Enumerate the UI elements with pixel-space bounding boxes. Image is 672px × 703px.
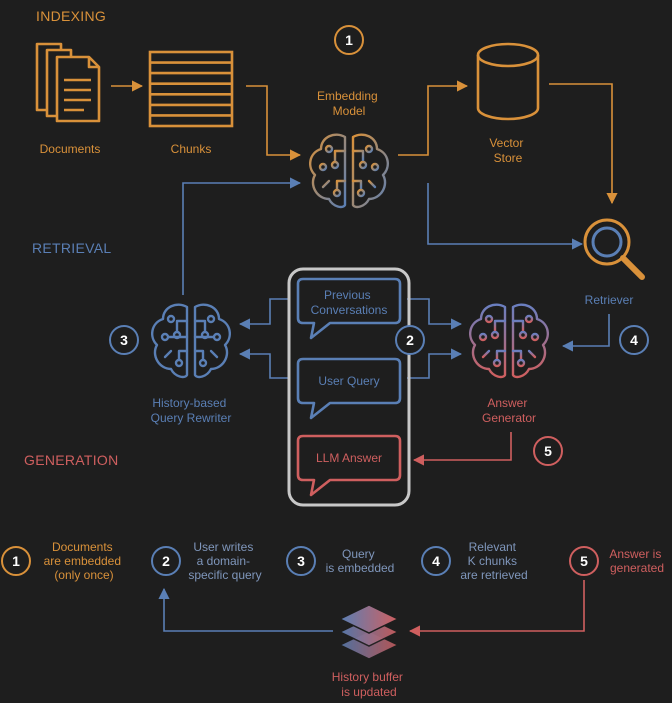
svg-text:1: 1 [12, 553, 20, 569]
user-query-bubble [296, 357, 402, 420]
svg-text:2: 2 [406, 332, 414, 348]
legend-step-1: 1 Documents are embedded (only once) [1, 540, 125, 582]
svg-text:4: 4 [630, 332, 638, 348]
previous-conversations-bubble [296, 277, 402, 340]
svg-text:Documents are embedded: Documents are embedded (only once) [44, 540, 125, 582]
legend-step-4: 4 Relevant K chunks are retrieved [421, 540, 528, 582]
retriever-label: Retriever [585, 293, 634, 307]
answer-generator-label: Answer Generator [482, 396, 536, 425]
step-badge-5: 5 [533, 436, 563, 466]
documents-label: Documents [40, 142, 101, 156]
svg-text:Query is embedded: Query is embedded [326, 547, 395, 575]
query-rewriter-label: History-based Query Rewriter [151, 396, 232, 425]
section-generation: GENERATION [24, 452, 119, 468]
retriever-magnifier-icon [583, 218, 645, 280]
svg-text:Relevant K chunks: Relevant K chunks are retrieved [460, 540, 527, 582]
legend-step-3: 3 Query is embedded [286, 546, 395, 576]
query-rewriter-brain-icon [151, 303, 231, 379]
arrow-buffer-step2 [158, 587, 333, 632]
vector-store-icon [476, 42, 540, 121]
arrow-chunks-embedding [246, 85, 302, 161]
step-badge-1: 1 [334, 25, 364, 55]
answer-generator-brain-icon [469, 303, 549, 379]
arrow-query-rewriter [238, 348, 290, 379]
arrow-prev-generator [407, 298, 463, 330]
llm-answer-bubble [296, 434, 402, 497]
legend-step-5: 5 Answer is generated [569, 546, 664, 576]
history-buffer-stack-icon [338, 604, 400, 660]
svg-text:User writes a domain-: User writes a domain- specific query [188, 540, 261, 582]
arrow-embedding-retriever [427, 183, 584, 250]
previous-conversations-label: Previous Conversations [311, 288, 388, 317]
embedding-brain-icon [309, 133, 389, 209]
svg-text:1: 1 [345, 32, 353, 48]
section-retrieval: RETRIEVAL [32, 240, 111, 256]
step-badge-3: 3 [109, 325, 139, 355]
arrow-retriever-generator [561, 314, 610, 352]
vector-store-label: Vector Store [489, 136, 526, 165]
svg-text:4: 4 [432, 553, 440, 569]
svg-text:3: 3 [120, 332, 128, 348]
arrow-embedding-store [398, 80, 469, 156]
history-buffer-label: History buffer is updated [332, 670, 406, 699]
legend-step-2: 2 User writes a domain- specific query [151, 540, 262, 582]
svg-text:5: 5 [580, 553, 588, 569]
chunks-icon [148, 50, 234, 128]
section-indexing: INDEXING [36, 8, 106, 24]
chunks-label: Chunks [171, 142, 212, 156]
arrow-query-generator [407, 348, 463, 379]
svg-text:Answer is generated: Answer is generated [609, 547, 664, 575]
arrow-generator-llm-answer [412, 432, 512, 466]
llm-answer-label: LLM Answer [316, 451, 382, 465]
chat-window-frame [287, 267, 411, 507]
step-badge-2: 2 [395, 325, 425, 355]
svg-text:3: 3 [297, 553, 305, 569]
svg-text:2: 2 [162, 553, 170, 569]
documents-icon [35, 42, 101, 123]
step-badge-4: 4 [619, 325, 649, 355]
arrow-rewriter-embedding [182, 177, 302, 295]
embedding-model-label: Embedding Model [317, 89, 381, 118]
arrow-step5-buffer [408, 580, 585, 637]
user-query-label: User Query [318, 374, 379, 388]
arrow-prev-rewriter [238, 298, 290, 330]
arrow-store-retriever [549, 83, 618, 205]
svg-text:5: 5 [544, 443, 552, 459]
